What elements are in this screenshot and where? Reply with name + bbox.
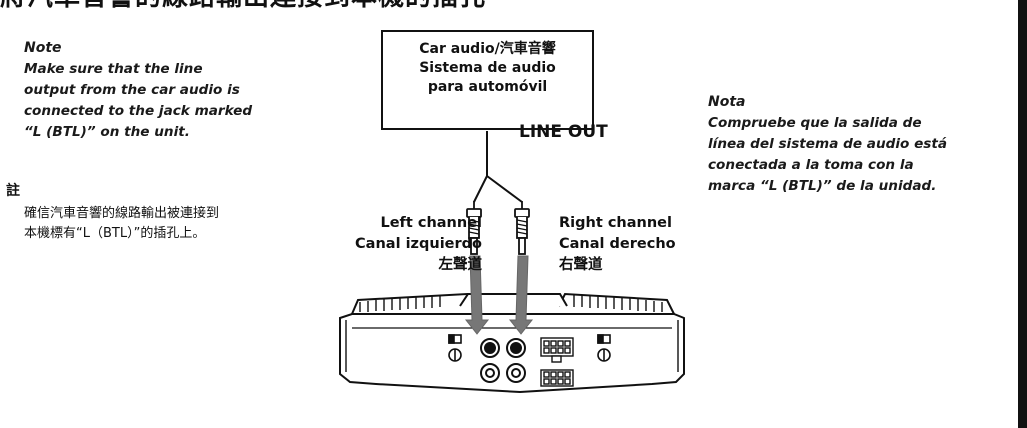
right-channel-line: Canal derecho [559, 236, 676, 252]
note-chinese-line: 確信汽車音響的線路輸出被連接到 [24, 206, 220, 221]
note-spanish: Nota Compruebe que la salida de línea de… [708, 92, 993, 197]
right-channel-line: Right channel [559, 215, 672, 231]
note-english-line: “L (BTL)” on the unit. [24, 124, 190, 140]
car-audio-box: Car audio/汽車音響 Sistema de audio para aut… [381, 30, 594, 130]
section-heading: 將汽車音響的線路輸出連接到本機的插孔 [0, 0, 560, 8]
switch-knob-left [448, 334, 462, 362]
page-edge-bar [1018, 0, 1027, 428]
car-audio-box-line: Car audio/汽車音響 [419, 41, 556, 57]
line-out-cable [473, 131, 523, 203]
note-chinese-line: 本機標有“L（BTL）”的插孔上。 [24, 226, 206, 241]
left-channel-line: Left channel [380, 215, 482, 231]
left-plug-icon [466, 201, 482, 255]
speaker-connector [540, 369, 574, 387]
left-channel-line: Canal izquierdo [355, 236, 482, 252]
input-jacks [480, 338, 526, 383]
note-spanish-line: línea del sistema de audio está [708, 136, 948, 152]
left-channel-line: 左聲道 [438, 257, 483, 273]
right-channel-label: Right channel Canal derecho 右聲道 [559, 213, 729, 276]
car-audio-box-line: para automóvil [427, 79, 548, 95]
line-out-label: LINE OUT [519, 122, 608, 142]
note-english-line: output from the car audio is [24, 82, 240, 98]
note-english-title: Note [24, 40, 62, 56]
right-channel-line: 右聲道 [559, 257, 603, 273]
note-english: Note Make sure that the line output from… [24, 38, 304, 143]
section-heading-text: 將汽車音響的線路輸出連接到本機的插孔 [0, 0, 486, 8]
switch-knob-right [597, 334, 611, 362]
right-plug-icon [514, 201, 530, 255]
note-chinese-title: 註 [6, 183, 20, 199]
note-spanish-line: conectada a la toma con la [708, 157, 914, 173]
note-chinese: 註 確信汽車音響的線路輸出被連接到 本機標有“L（BTL）”的插孔上。 [6, 180, 306, 244]
power-connector [540, 337, 574, 363]
note-english-line: connected to the jack marked [24, 103, 253, 119]
note-spanish-title: Nota [708, 94, 746, 110]
insert-arrows [464, 255, 534, 335]
note-spanish-line: Compruebe que la salida de [708, 115, 922, 131]
left-channel-label: Left channel Canal izquierdo 左聲道 [314, 213, 482, 276]
car-audio-box-line: Sistema de audio [419, 60, 556, 76]
note-english-line: Make sure that the line [24, 61, 203, 77]
note-spanish-line: marca “L (BTL)” de la unidad. [708, 178, 937, 194]
